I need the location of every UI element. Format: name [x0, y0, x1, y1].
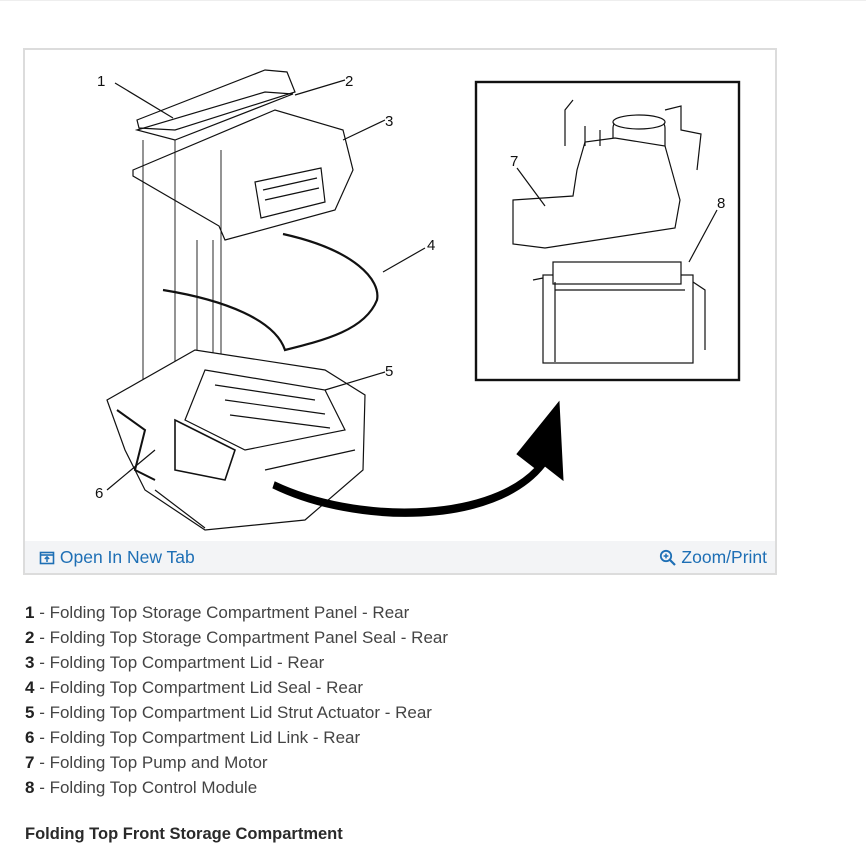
callout-4: 4 [427, 237, 435, 254]
legend-separator: - [34, 653, 50, 672]
callout-1: 1 [97, 73, 105, 90]
legend-separator: - [34, 603, 50, 622]
callout-7: 7 [510, 153, 518, 170]
callout-3: 3 [385, 113, 393, 130]
legend-text: Folding Top Storage Compartment Panel - … [49, 603, 410, 622]
legend-number: 2 [25, 628, 35, 647]
callout-6: 6 [95, 485, 103, 502]
legend-item: 1 - Folding Top Storage Compartment Pane… [25, 600, 448, 625]
legend-item: 6 - Folding Top Compartment Lid Link - R… [25, 725, 448, 750]
legend-item: 2 - Folding Top Storage Compartment Pane… [25, 625, 448, 650]
storage-panel-seal [134, 91, 294, 141]
legend-text: Folding Top Compartment Lid Link - Rear [49, 728, 361, 747]
exploded-view-diagram: 1 2 3 4 5 6 7 8 [95, 69, 741, 531]
zoom-icon [659, 550, 676, 567]
legend-text: Folding Top Control Module [49, 778, 258, 797]
zoom-print-label: Zoom/Print [681, 547, 767, 567]
legend-separator: - [34, 703, 50, 722]
legend-text: Folding Top Compartment Lid Strut Actuat… [49, 703, 432, 722]
legend-item: 8 - Folding Top Control Module [25, 775, 448, 800]
lid-seal [162, 232, 379, 352]
open-in-new-tab-icon [39, 552, 55, 565]
callout-8: 8 [717, 195, 725, 212]
callout-arrow [272, 400, 564, 517]
legend-number: 8 [25, 778, 35, 797]
legend-text: Folding Top Storage Compartment Panel Se… [49, 628, 449, 647]
storage-panel-rear [136, 69, 296, 131]
legend-text: Folding Top Compartment Lid Seal - Rear [49, 678, 363, 697]
legend-number: 5 [25, 703, 35, 722]
legend-text: Folding Top Pump and Motor [49, 753, 268, 772]
compartment-lid [132, 109, 354, 241]
legend-text: Folding Top Compartment Lid - Rear [49, 653, 325, 672]
figure-card: 1 2 3 4 5 6 7 8 Open In New Tab Zoom/Pri… [23, 48, 777, 575]
legend-item: 4 - Folding Top Compartment Lid Seal - R… [25, 675, 448, 700]
open-in-new-tab-link[interactable]: Open In New Tab [39, 541, 195, 573]
legend-number: 3 [25, 653, 35, 672]
parts-legend: 1 - Folding Top Storage Compartment Pane… [25, 600, 448, 800]
legend-item: 3 - Folding Top Compartment Lid - Rear [25, 650, 448, 675]
zoom-print-link[interactable]: Zoom/Print [659, 541, 767, 573]
legend-number: 6 [25, 728, 35, 747]
open-in-new-tab-label: Open In New Tab [59, 547, 195, 567]
callout-2: 2 [345, 73, 353, 90]
legend-separator: - [34, 628, 50, 647]
legend-separator: - [34, 778, 50, 797]
detail-inset [474, 80, 741, 382]
legend-item: 7 - Folding Top Pump and Motor [25, 750, 448, 775]
legend-number: 1 [25, 603, 35, 622]
figure-toolbar: Open In New Tab Zoom/Print [25, 541, 775, 573]
section-heading: Folding Top Front Storage Compartment [25, 825, 343, 843]
legend-separator: - [34, 678, 50, 697]
callout-5: 5 [385, 363, 393, 380]
legend-separator: - [34, 753, 50, 772]
top-divider [0, 0, 866, 1]
legend-separator: - [34, 728, 50, 747]
control-module [542, 274, 694, 364]
legend-item: 5 - Folding Top Compartment Lid Strut Ac… [25, 700, 448, 725]
legend-number: 7 [25, 753, 35, 772]
legend-number: 4 [25, 678, 35, 697]
